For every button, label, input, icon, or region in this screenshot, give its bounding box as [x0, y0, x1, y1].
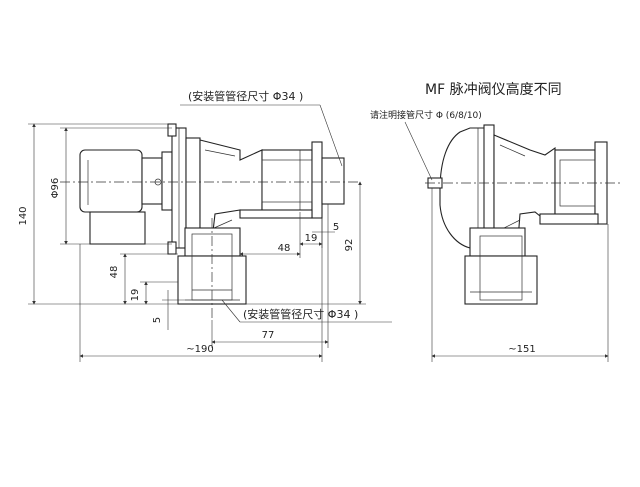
- dim-5-left: 5: [152, 317, 163, 323]
- dim-140: 140: [18, 206, 29, 225]
- dim-19-mid: 19: [305, 233, 318, 244]
- left-dimensions: 140 Φ96 48 19 5 48 19 5 92: [18, 104, 392, 362]
- bottom-outlet: [184, 227, 241, 257]
- bottom-outlet-right: [469, 227, 526, 257]
- dim-77: 77: [262, 330, 275, 341]
- install-note-bottom: (安装管管径尺寸 Φ34 ): [243, 307, 358, 321]
- dim-48-left: 48: [109, 266, 120, 279]
- install-note-top: (安装管管径尺寸 Φ34 ): [188, 89, 303, 103]
- dim-190: ~190: [186, 344, 213, 355]
- connector-note: 请注明接管尺寸 Φ (6/8/10): [370, 109, 482, 121]
- dim-48-mid: 48: [278, 243, 291, 254]
- dim-151: ~151: [508, 344, 535, 355]
- coil-stem: [141, 157, 163, 205]
- dim-92: 92: [344, 239, 355, 252]
- side-inlet: [261, 149, 313, 213]
- left-view: [60, 123, 360, 320]
- dim-5-mid: 5: [333, 222, 339, 233]
- right-dimensions: ~151: [404, 121, 609, 362]
- right-view-title: MF 脉冲阀仪高度不同: [425, 81, 562, 98]
- right-view: [425, 124, 620, 305]
- solenoid-coil: [79, 149, 143, 213]
- dim-19-left: 19: [130, 289, 141, 302]
- coil-base: [89, 211, 146, 245]
- dim-phi96: Φ96: [50, 178, 61, 199]
